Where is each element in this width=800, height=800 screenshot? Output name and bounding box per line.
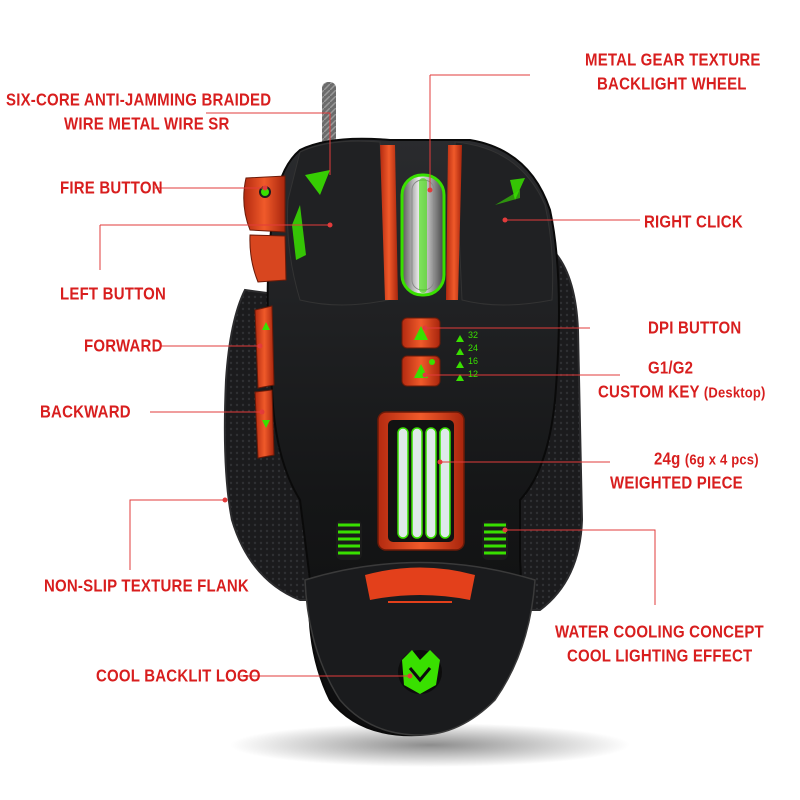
callout-fire-button: FIRE BUTTON xyxy=(60,178,163,199)
callout-forward: FORWARD xyxy=(84,336,163,357)
callout-braided-wire-line2: WIRE METAL WIRE SR xyxy=(64,114,230,135)
weighted-pieces xyxy=(397,427,451,539)
right-button-surface xyxy=(454,141,554,306)
dpi-level-12: 12 xyxy=(468,369,479,379)
backlit-logo-emblem xyxy=(398,650,442,694)
left-button-surface xyxy=(287,140,389,306)
callout-weight-grams: 24g xyxy=(654,449,681,470)
mouse-shadow xyxy=(230,723,630,767)
palm-rest xyxy=(304,561,536,736)
side-button-forward xyxy=(254,305,275,389)
callout-weight-line2: WEIGHTED PIECE xyxy=(610,473,743,494)
callout-left-button: LEFT BUTTON xyxy=(60,284,167,305)
dpi-indicator xyxy=(456,335,464,381)
callout-metal-gear-line2: BACKLIGHT WHEEL xyxy=(597,74,747,95)
callout-water-cooling-line2: COOL LIGHTING EFFECT xyxy=(567,646,753,667)
dpi-level-16: 16 xyxy=(468,356,479,366)
callout-right-click: RIGHT CLICK xyxy=(644,212,743,233)
callout-non-slip-flank: NON-SLIP TEXTURE FLANK xyxy=(44,576,249,597)
callout-g1-g2-line2: CUSTOM KEY (Desktop) xyxy=(598,378,766,408)
callout-metal-gear-line1: METAL GEAR TEXTURE xyxy=(585,50,761,71)
callout-g1-g2-desktop: (Desktop) xyxy=(703,383,766,401)
fire-button xyxy=(243,175,286,233)
callout-water-cooling-line1: WATER COOLING CONCEPT xyxy=(555,622,764,643)
dpi-level-24: 24 xyxy=(468,343,479,353)
callout-braided-wire-line1: SIX-CORE ANTI-JAMMING BRAIDED xyxy=(6,90,272,111)
callout-weight-detail: (6g x 4 pcs) xyxy=(684,450,759,468)
dpi-level-32: 32 xyxy=(468,330,479,340)
callout-dpi-button: DPI BUTTON xyxy=(648,318,742,339)
leader-lines xyxy=(99,74,656,679)
callout-g1-g2-line1: G1/G2 xyxy=(648,358,694,379)
callout-weight-line1: 24g (6g x 4 pcs) xyxy=(654,445,759,475)
cooling-springs xyxy=(336,520,508,560)
callout-g1-g2-custom-key: CUSTOM KEY xyxy=(598,382,700,403)
callout-backlit-logo: COOL BACKLIT LOGO xyxy=(96,666,261,687)
callout-backward: BACKWARD xyxy=(40,402,131,423)
